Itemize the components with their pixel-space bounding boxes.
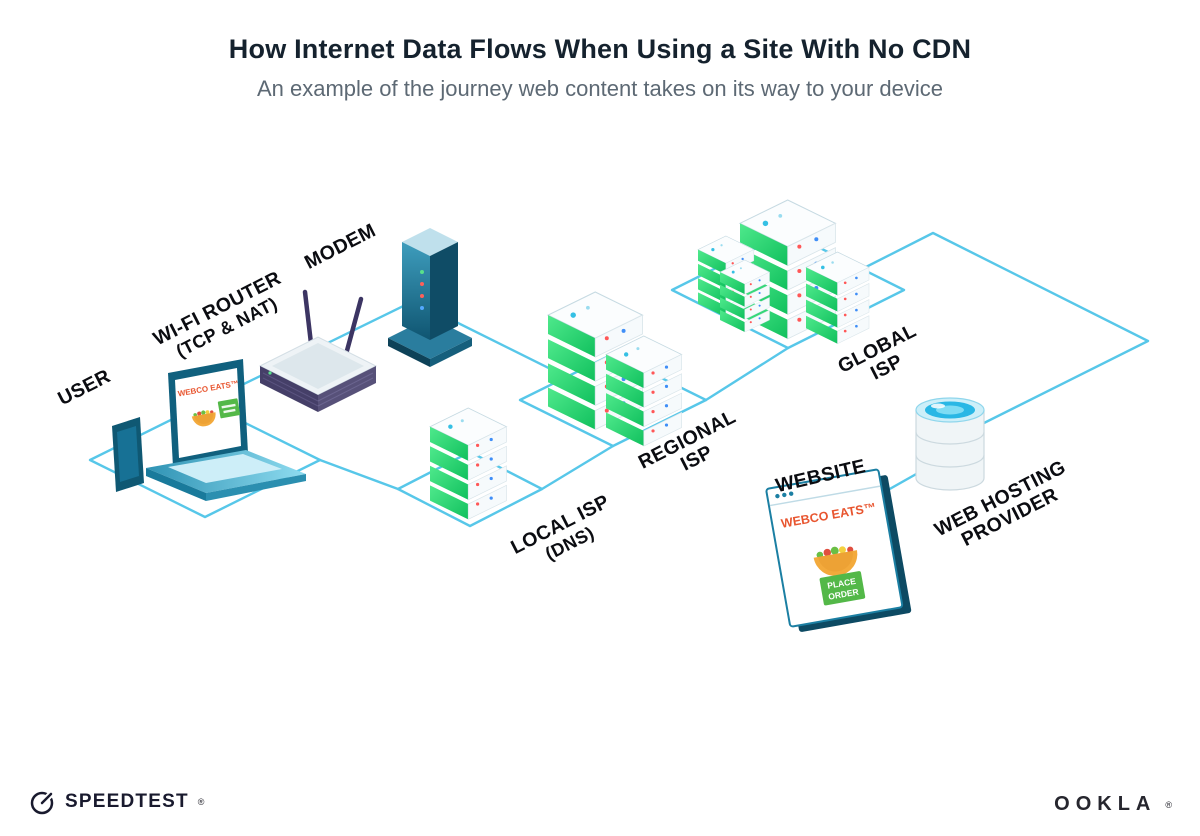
modem-led-icon: [420, 294, 424, 298]
router-antenna: [342, 296, 364, 361]
modem-led-icon: [420, 282, 424, 286]
ookla-wordmark: OOKLA: [1054, 793, 1157, 815]
label-user: USER: [54, 365, 114, 410]
laptop-local-line: [318, 458, 400, 491]
speedtest-logo: SPEEDTEST ®: [28, 788, 204, 816]
modem-led-icon: [420, 270, 424, 274]
modem-led-icon: [420, 306, 424, 310]
page-title: How Internet Data Flows When Using a Sit…: [228, 34, 972, 64]
badge-text-line: [221, 403, 236, 409]
laptop-base-edge: [206, 474, 306, 501]
website-illustration: WEBCO EATS™ PLACE ORDER: [765, 468, 912, 632]
db-separator: [915, 454, 985, 468]
speedtest-wordmark: SPEEDTEST: [65, 791, 189, 812]
router-grooves: [262, 372, 319, 407]
modem-front: [402, 242, 430, 340]
modem-base-left: [388, 338, 430, 367]
laptop-base-edge: [146, 468, 206, 501]
place-order-button: [819, 571, 866, 606]
laptop-keyboard: [168, 454, 282, 483]
server-stack-icon: [805, 251, 870, 345]
laptop-order-badge: [217, 398, 241, 419]
page-subtitle: An example of the journey web content ta…: [256, 76, 944, 101]
regional-global-line: [704, 346, 790, 402]
ookla-logo: OOKLA ®: [1054, 793, 1172, 815]
router-top-stripe: [272, 343, 364, 389]
place-order-line1: PLACE: [826, 576, 856, 591]
label-modem: MODEM: [301, 219, 379, 273]
badge-text-line: [223, 408, 236, 414]
window-dot-icon: [788, 491, 794, 496]
router-grooves: [317, 372, 374, 407]
global-isp-servers: [697, 199, 870, 345]
gauge-needle-icon: [30, 790, 55, 815]
phone-screen: [117, 426, 139, 482]
router-front: [260, 366, 318, 412]
header: How Internet Data Flows When Using a Sit…: [0, 34, 1200, 102]
window-dot-icon: [775, 493, 780, 499]
window-dot-icon: [782, 492, 787, 498]
user-devices-illustration: WEBCO EATS™: [112, 359, 306, 501]
router-led-icon: [268, 371, 272, 375]
modem-illustration: [388, 228, 472, 367]
local-isp-server: [429, 407, 507, 520]
router-illustration: [258, 289, 378, 412]
hosting-illustration: [915, 397, 985, 491]
server-stack-icon: [719, 259, 770, 333]
db-top-inner: [936, 405, 964, 415]
modem-base-right: [430, 338, 472, 367]
server-stack-icon: [429, 407, 507, 520]
browser-topbar-divider: [769, 485, 881, 507]
router-side: [318, 366, 376, 412]
db-body: [915, 410, 985, 491]
global-hosting-line: [860, 231, 1150, 442]
modem-side: [430, 242, 458, 340]
db-gloss: [931, 403, 945, 409]
db-separator: [915, 431, 985, 445]
local-regional-line: [540, 444, 615, 491]
